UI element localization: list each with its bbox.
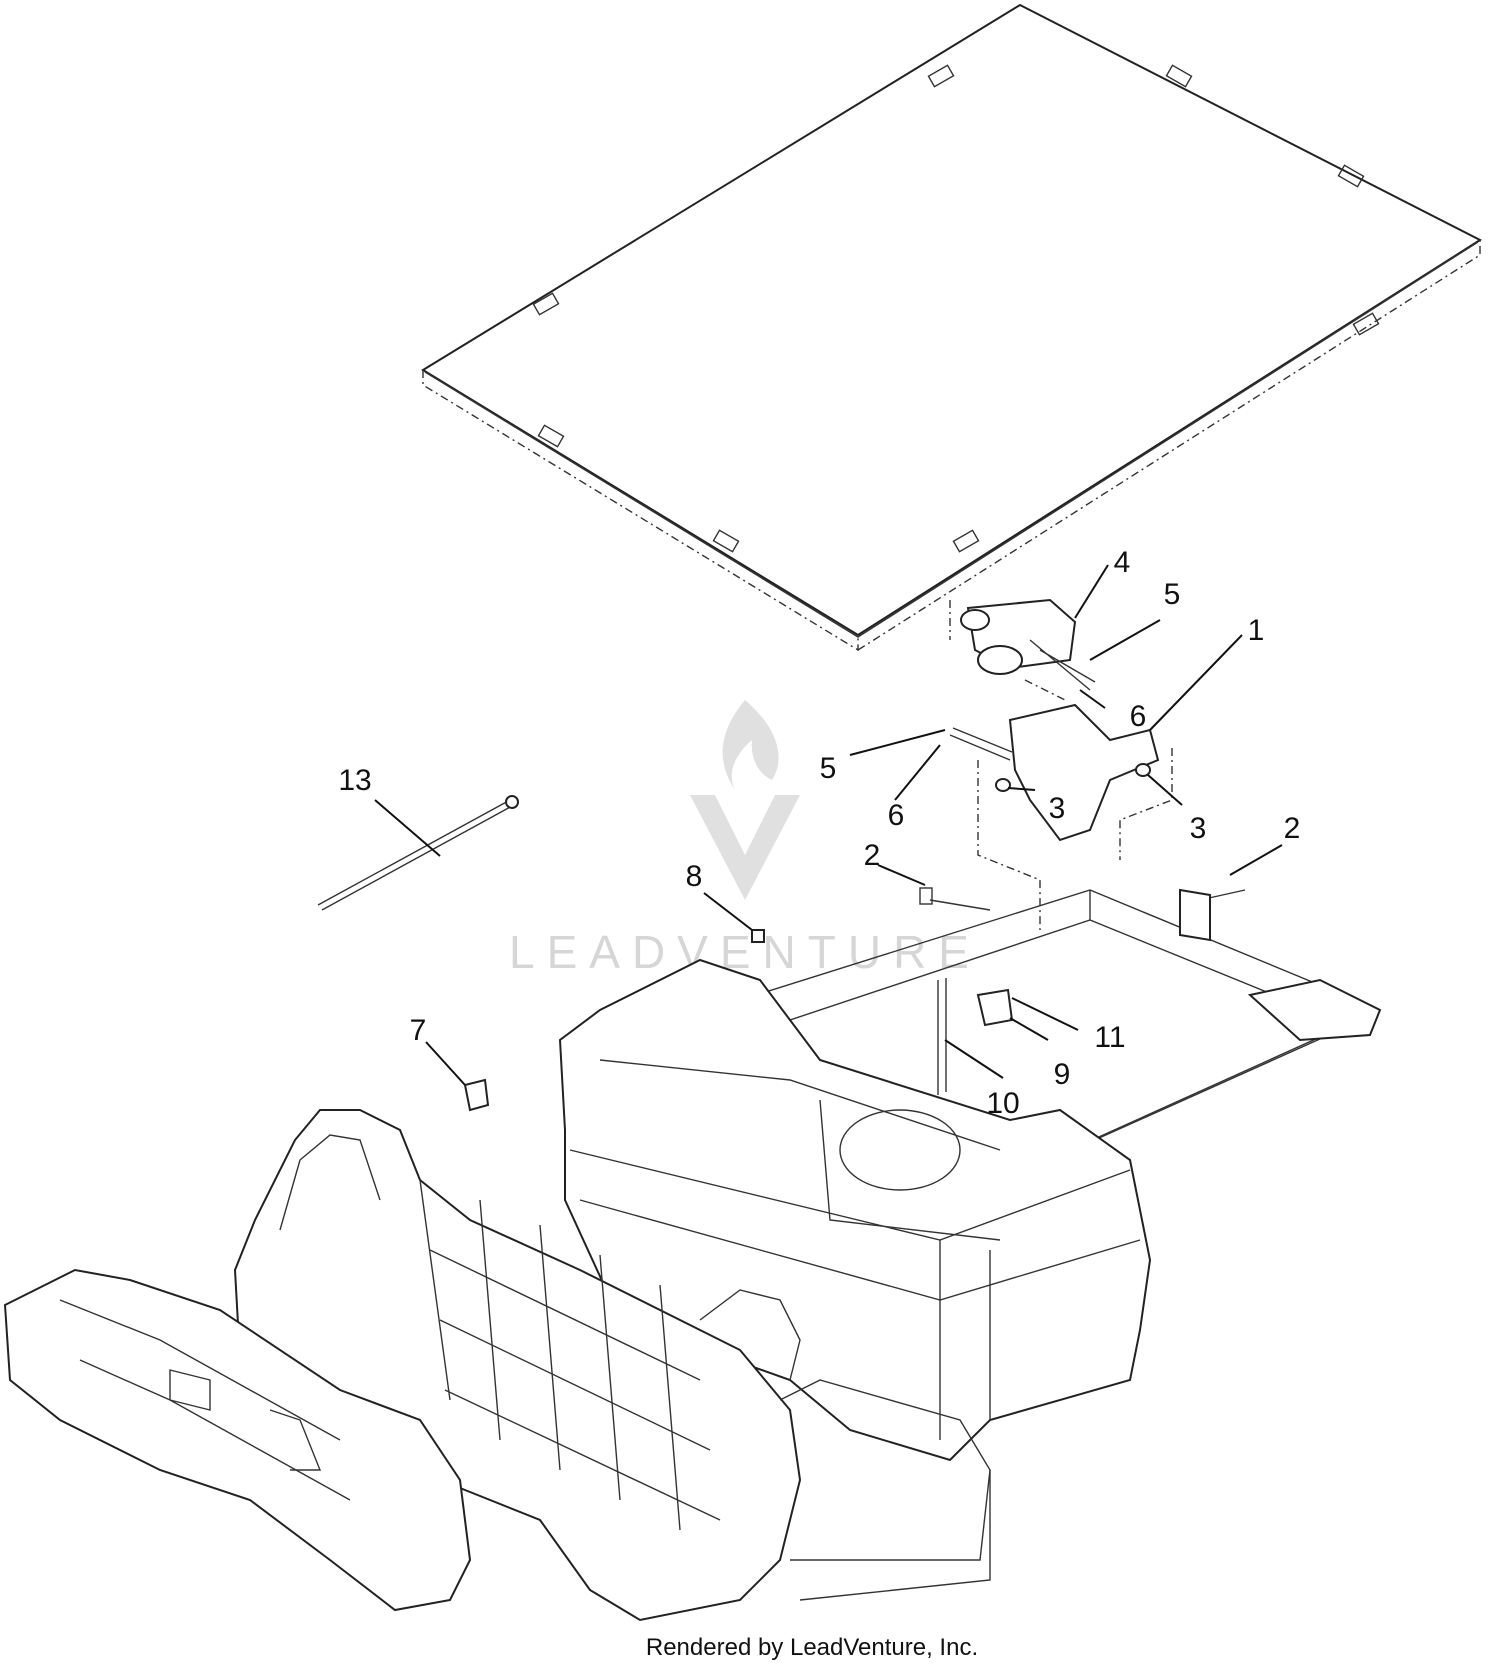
front-bumper [3,1268,472,1612]
callouts: 1 2 2 3 3 4 5 5 6 6 7 8 9 10 11 13 [338,546,1300,1120]
callout-2-left: 2 [864,839,881,872]
callout-9: 9 [1054,1058,1071,1091]
watermark: LEADVENTURE [509,700,981,978]
footer-credit: Rendered by LeadVenture, Inc. [646,1634,978,1661]
latch-assembly [317,598,1246,1112]
callout-4: 4 [1114,546,1131,579]
callout-5-lower: 5 [820,752,837,785]
callout-6-upper: 6 [1130,700,1147,733]
leadventure-flame-logo-icon [690,700,800,900]
callout-11: 11 [1094,1021,1125,1054]
callout-7: 7 [410,1014,427,1047]
callout-13: 13 [338,764,371,797]
front-basket [233,1109,991,1622]
cover-panel [421,3,1483,652]
callout-5-upper: 5 [1164,578,1181,611]
callout-3-left: 3 [1049,792,1066,825]
callout-3-right: 3 [1190,812,1207,845]
callout-2-right: 2 [1284,812,1301,845]
callout-1: 1 [1248,614,1265,647]
watermark-text: LEADVENTURE [509,926,981,978]
leader-lines [374,564,1283,1086]
frame [739,888,1382,1161]
callout-10: 10 [986,1087,1019,1120]
callout-8: 8 [686,860,703,893]
callout-6-lower: 6 [888,799,905,832]
